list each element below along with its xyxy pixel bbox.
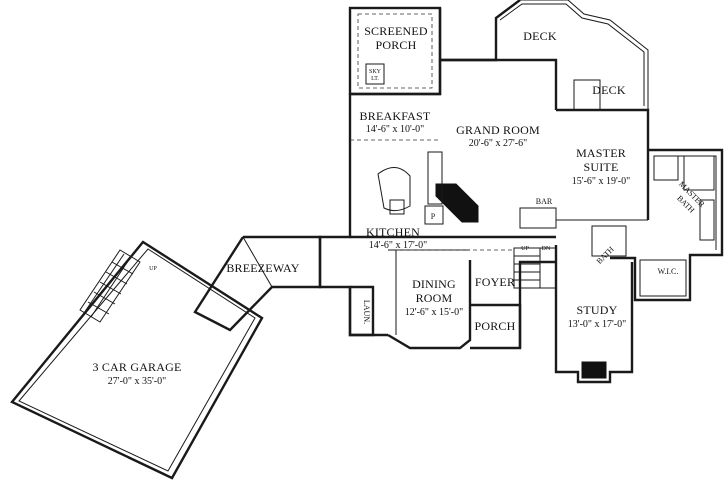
- wic-label: W.I.C.: [658, 267, 679, 276]
- kitchen-label: KITCHEN: [366, 225, 420, 239]
- garage-label: 3 CAR GARAGE: [92, 360, 181, 374]
- bar-label: BAR: [536, 197, 553, 206]
- grand-room-label: GRAND ROOM: [456, 123, 540, 137]
- garage-stair: [79, 249, 141, 323]
- dining-room-label-1: DINING: [412, 277, 456, 291]
- master-suite-dims: 15'-6" x 19'-0": [572, 176, 630, 187]
- stair-down-label: DN: [542, 246, 551, 252]
- kitchen-dims: 14'-6" x 17'-0": [369, 240, 427, 251]
- dining-room-dims: 12'-6" x 15'-0": [405, 307, 463, 318]
- deck-right-label: DECK: [592, 83, 626, 97]
- porch-label: PORCH: [474, 319, 515, 333]
- stair-up-label: UP: [521, 246, 529, 252]
- study-label: STUDY: [576, 303, 617, 317]
- foyer-label: FOYER: [475, 275, 515, 289]
- skylight-label-2: LT.: [371, 76, 379, 82]
- screened-porch-label-2: PORCH: [375, 38, 416, 52]
- garage-dims: 27'-0" x 35'-0": [108, 376, 166, 387]
- screened-porch-label-1: SCREENED: [364, 24, 428, 38]
- dining-room-label-2: ROOM: [416, 291, 453, 305]
- room-labels: SCREENED PORCH SKY LT. DECK DECK BREAKFA…: [92, 24, 706, 387]
- master-suite-label-2: SUITE: [584, 160, 619, 174]
- deck-top-label: DECK: [523, 29, 557, 43]
- garage-stair-up-label: UP: [149, 266, 157, 272]
- pantry-label: P: [431, 212, 436, 221]
- main-stair: [513, 247, 557, 289]
- master-suite-label-1: MASTER: [576, 146, 626, 160]
- garage-walls: [10, 240, 264, 480]
- bath-label: BATH: [595, 245, 616, 266]
- breakfast-label: BREAKFAST: [360, 109, 431, 123]
- breezeway-label: BREEZEWAY: [226, 261, 299, 275]
- breakfast-dims: 14'-6" x 10'-0": [366, 124, 424, 135]
- skylight-label-1: SKY: [369, 69, 382, 75]
- grand-room-dims: 20'-6" x 27'-6": [469, 138, 527, 149]
- laundry-label: LAUN.: [362, 300, 371, 324]
- study-dims: 13'-0" x 17'-0": [568, 319, 626, 330]
- main-walls: [318, 0, 724, 384]
